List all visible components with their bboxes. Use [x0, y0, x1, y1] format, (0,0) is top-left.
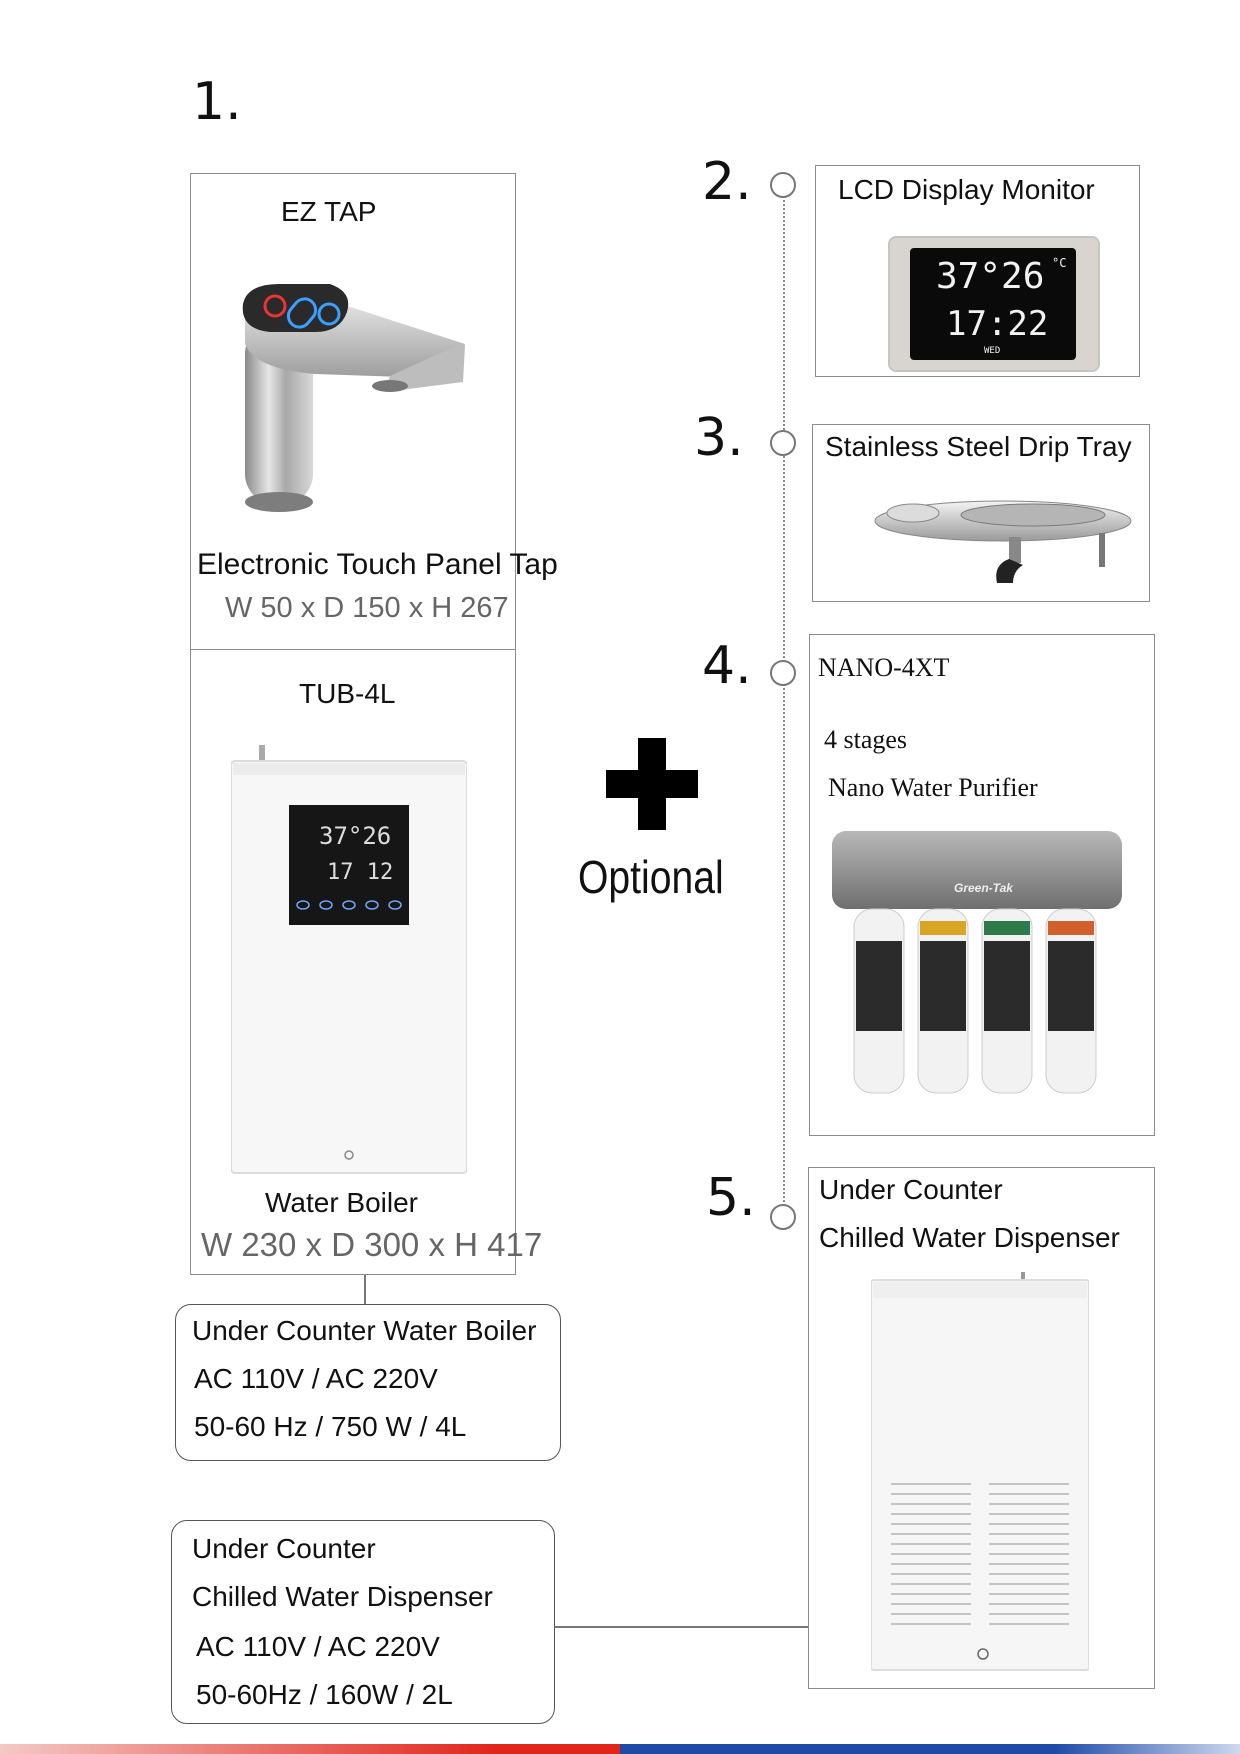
section-number-3: 3. — [694, 408, 744, 468]
nano-brand-logo: Green-Tak — [954, 881, 1013, 895]
chiller-spec-line4: 50-60Hz / 160W / 2L — [196, 1679, 453, 1710]
nano-purifier-card: NANO-4XT 4 stages Nano Water Purifier Gr… — [809, 634, 1155, 1136]
timeline-marker-3 — [770, 430, 796, 456]
boiler-spec-line3: 50-60 Hz / 750 W / 4L — [194, 1411, 467, 1442]
boiler-screen-temp: 37°26 — [319, 822, 392, 850]
chiller-card: Under Counter Chilled Water Dispenser — [808, 1167, 1155, 1689]
ez-tap-description: Electronic Touch Panel Tap — [197, 548, 558, 581]
chiller-connector-line — [555, 1626, 809, 1628]
lcd-temp: 37°26 — [936, 256, 1045, 297]
section-number-4: 4. — [702, 636, 752, 696]
boiler-spec-box: Under Counter Water Boiler AC 110V / AC … — [175, 1304, 561, 1461]
lcd-unit: °C — [1052, 256, 1067, 270]
plus-icon — [606, 738, 698, 830]
nano-description: Nano Water Purifier — [828, 773, 1038, 802]
chiller-spec-line2: Chilled Water Dispenser — [192, 1581, 493, 1612]
boiler-card: TUB-4L 37°26 17 12 Water Boiler W 230 x … — [190, 649, 542, 1275]
boiler-spec-line2: AC 110V / AC 220V — [194, 1363, 438, 1394]
chiller-title-line2: Chilled Water Dispenser — [819, 1222, 1120, 1253]
bottom-color-bar — [0, 1744, 1240, 1754]
drip-tray-title: Stainless Steel Drip Tray — [825, 431, 1132, 462]
chiller-spec-line1: Under Counter — [192, 1533, 376, 1564]
boiler-connector-line — [364, 1275, 366, 1305]
nano-stages: 4 stages — [824, 725, 908, 754]
chiller-spec-line3: AC 110V / AC 220V — [196, 1631, 440, 1662]
nano-purifier-image — [832, 831, 1122, 1094]
drip-tray-image — [874, 500, 1132, 583]
section-number-2: 2. — [702, 152, 752, 212]
optional-label: Optional — [578, 851, 724, 903]
chiller-title-line1: Under Counter — [819, 1174, 1003, 1205]
boiler-screen-time: 17 12 — [327, 860, 394, 885]
ez-tap-dimensions: W 50 x D 150 x H 267 — [225, 592, 509, 624]
boiler-image — [231, 745, 467, 1174]
timeline-marker-5 — [770, 1204, 796, 1230]
timeline-line — [783, 200, 785, 1210]
timeline-marker-4 — [770, 660, 796, 686]
lcd-monitor-card: LCD Display Monitor 37°26 °C 17:22 WED — [815, 165, 1140, 377]
lcd-monitor-image: 37°26 °C 17:22 WED — [888, 236, 1100, 372]
boiler-name: TUB-4L — [299, 678, 396, 709]
drip-tray-card: Stainless Steel Drip Tray — [812, 424, 1150, 602]
chiller-image — [871, 1272, 1089, 1671]
section-number-1: 1. — [192, 72, 242, 132]
ez-tap-card: EZ TAP Electronic Touch Panel Tap W 50 x… — [190, 173, 558, 650]
section-number-5: 5. — [706, 1168, 756, 1228]
timeline-marker-2 — [770, 172, 796, 198]
lcd-day: WED — [984, 346, 1001, 356]
chiller-spec-box: Under Counter Chilled Water Dispenser AC… — [171, 1520, 555, 1724]
ez-tap-image — [242, 284, 465, 512]
boiler-description: Water Boiler — [265, 1187, 419, 1218]
nano-title: NANO-4XT — [818, 653, 950, 682]
ez-tap-name: EZ TAP — [281, 196, 377, 227]
lcd-time: 17:22 — [946, 304, 1049, 344]
boiler-spec-line1: Under Counter Water Boiler — [192, 1315, 537, 1346]
boiler-dimensions: W 230 x D 300 x H 417 — [201, 1226, 543, 1263]
lcd-monitor-title: LCD Display Monitor — [838, 174, 1095, 205]
